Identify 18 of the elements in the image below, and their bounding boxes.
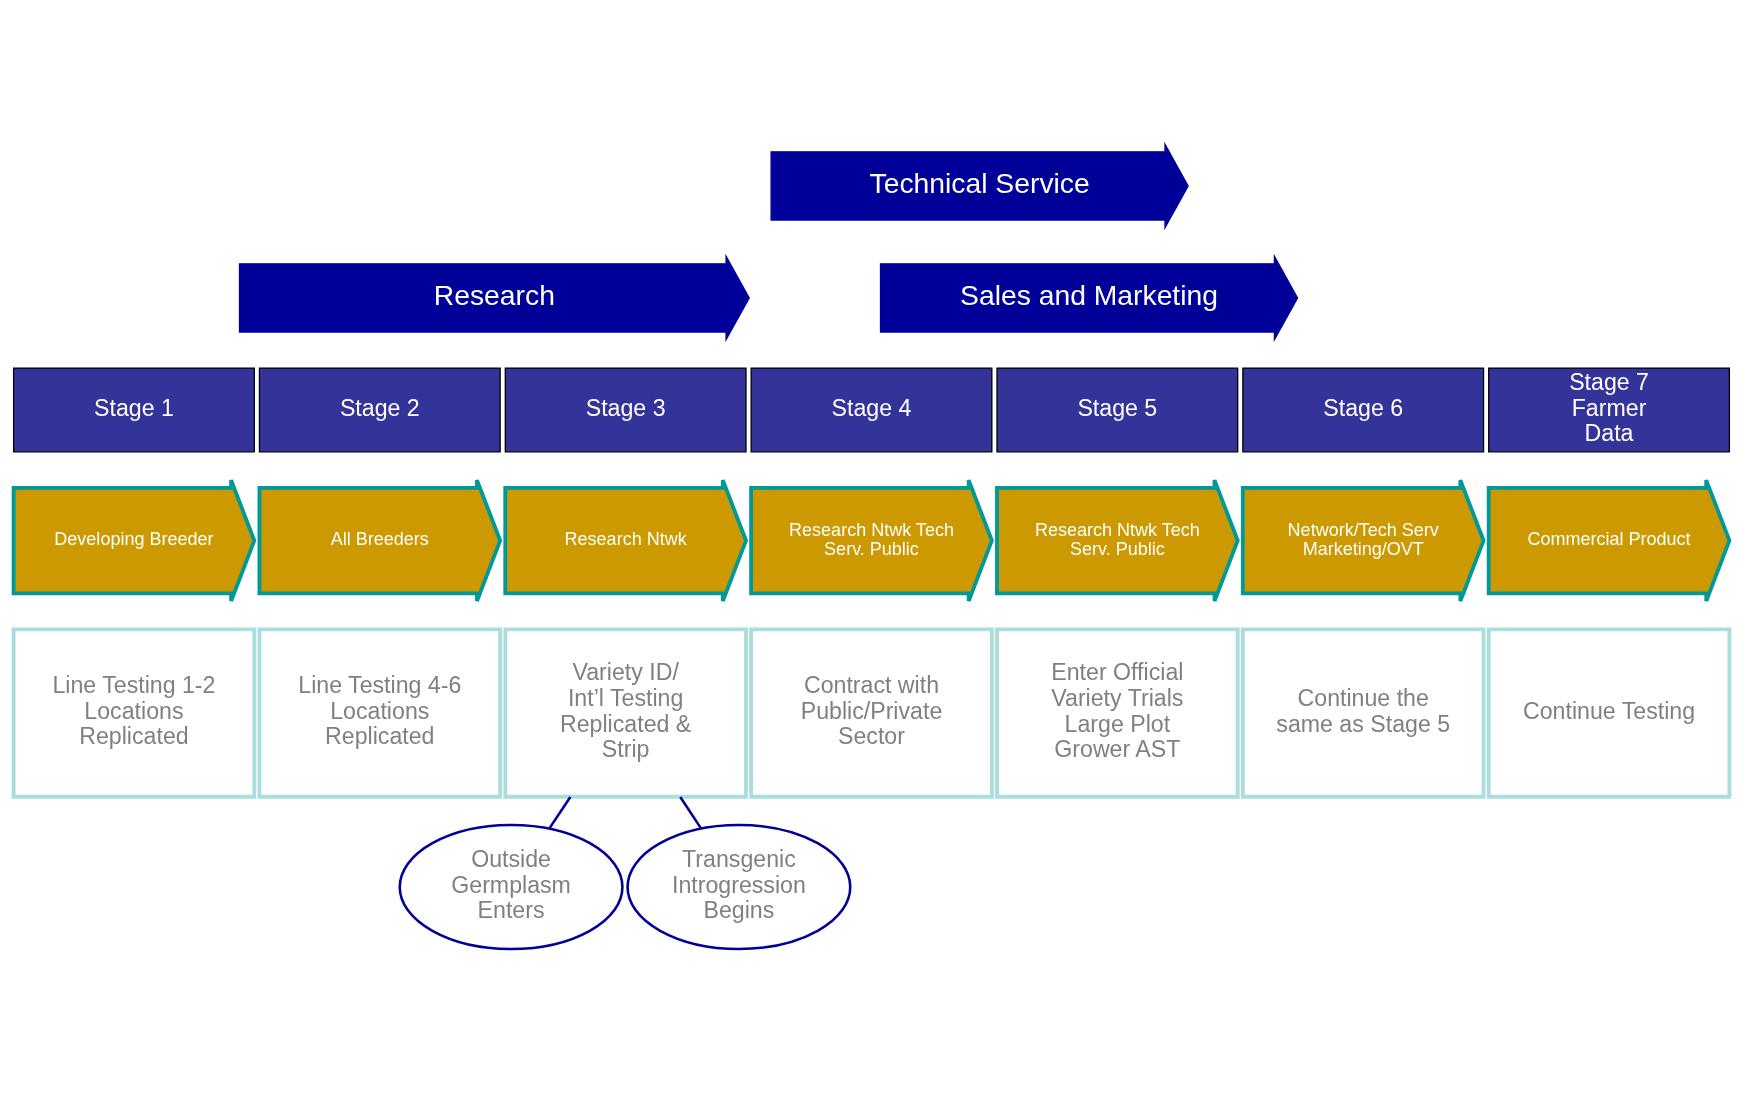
node-box: Variety ID/ Int’l Testing Replicated & Strip <box>503 627 748 799</box>
connector <box>548 796 572 830</box>
node-box: Stage 4 <box>750 367 993 453</box>
node-box: Stage 1 <box>12 367 255 453</box>
connector <box>679 796 703 830</box>
node-box: Stage 6 <box>1242 367 1485 453</box>
node-box: Line Testing 1-2 Locations Replicated <box>11 627 257 799</box>
node-box: Continue Testing <box>1486 627 1732 799</box>
node-box: Stage 7 Farmer Data <box>1488 367 1731 453</box>
node-box: Line Testing 4-6 Locations Replicated <box>257 627 503 799</box>
node-ellipse: Transgenic Introgression Begins <box>626 823 852 951</box>
node-box: Stage 2 <box>258 367 501 453</box>
node-box: Enter Official Variety Trials Large Plot Grower AST <box>995 627 1240 799</box>
node-ellipse: Outside Germplasm Enters <box>398 823 624 951</box>
node-box: Stage 5 <box>996 367 1239 453</box>
node-box: Continue the same as Stage 5 <box>1240 627 1486 799</box>
node-box: Contract with Public/Private Sector <box>749 627 994 799</box>
node-box: Stage 3 <box>504 367 747 453</box>
